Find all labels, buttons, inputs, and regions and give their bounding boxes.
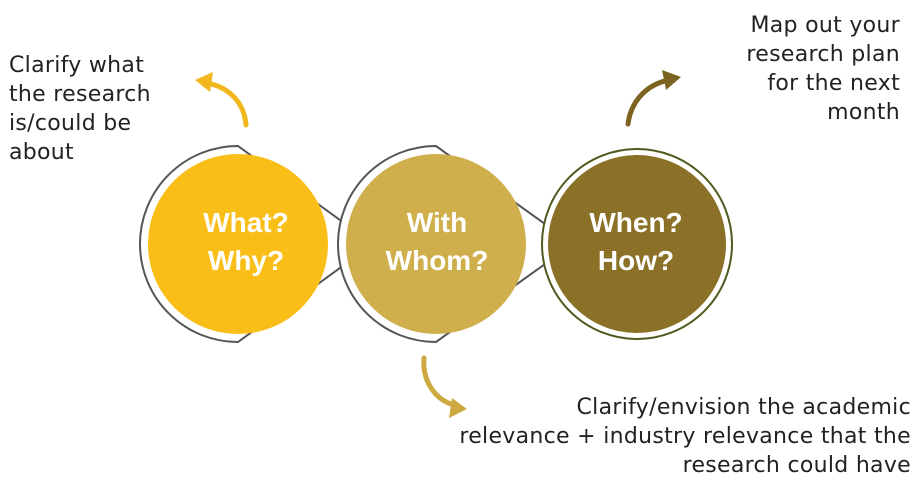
circle-with-whom: [346, 154, 526, 334]
circle-label-when: When?: [589, 207, 682, 238]
circle-label-with: With: [407, 207, 467, 238]
note-line: month: [827, 100, 900, 125]
note-line: about: [9, 140, 74, 165]
circle-when-how: [548, 155, 726, 333]
note-line: the research: [9, 82, 151, 107]
note-line: relevance + industry relevance that the: [459, 424, 911, 449]
curved-arrow-whom-icon: [421, 355, 467, 418]
note-with-whom: Clarify/envision the academic relevance …: [459, 393, 911, 480]
note-when-how: Map out your research plan for the next …: [746, 11, 900, 127]
circle-label-how: How?: [598, 245, 674, 276]
curved-arrow-when-icon: [625, 70, 681, 127]
note-line: Clarify/envision the academic: [576, 395, 911, 420]
note-what-why: Clarify what the research is/could be ab…: [9, 51, 151, 167]
note-line: research could have: [682, 453, 911, 478]
note-line: Clarify what: [9, 53, 145, 78]
note-line: Map out your: [750, 13, 900, 38]
note-line: for the next: [767, 71, 900, 96]
curved-arrow-what-icon: [195, 72, 249, 128]
circle-what-why: [148, 154, 328, 334]
circle-label-whom: Whom?: [386, 245, 489, 276]
circle-label-why: Why?: [208, 245, 284, 276]
circle-label-what: What?: [203, 207, 289, 238]
note-line: research plan: [746, 42, 900, 67]
note-line: is/could be: [9, 111, 132, 136]
